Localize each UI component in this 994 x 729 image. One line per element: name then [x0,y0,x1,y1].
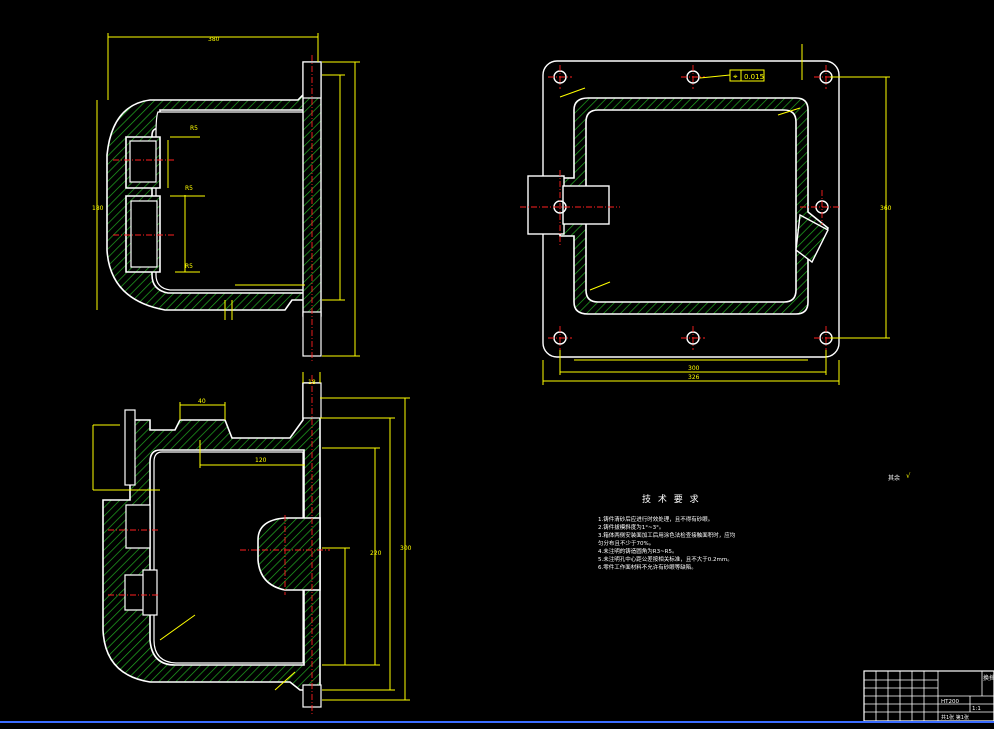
tech-req-title: 技 术 要 求 [642,493,701,505]
tech-req-line-1: 1.铸件清砂后应进行时效处理，且不得有砂眼。 [598,515,713,523]
material: HT200 [941,699,959,705]
svg-text:R5: R5 [190,125,198,132]
tolerance-symbol: ⌖ [733,72,738,81]
svg-text:40: 40 [198,398,206,405]
tech-req-line-2: 2.铸件拔模斜度为1°~3°。 [598,523,664,531]
svg-text:√: √ [906,472,911,480]
plan-view-top: ⌖ 0.015 360 300 326 [520,44,892,385]
part-name: 换挡箱体 [983,674,994,682]
section-view-side: 18 40 120 220 300 [92,372,412,715]
section-view-front: 380 180 R5 R5 R5 [92,33,360,362]
svg-text:18: 18 [308,379,316,386]
title-block: 换挡箱体 HT200 1:1 共1张 第1张 [863,670,994,722]
scale: 1:1 [972,706,981,712]
svg-text:300: 300 [688,365,700,372]
sheet-info: 共1张 第1张 [941,714,969,721]
tolerance-value: 0.015 [744,73,764,81]
svg-text:300: 300 [400,545,412,552]
svg-text:R5: R5 [185,185,193,192]
technical-requirements: 其余 √ 技 术 要 求 1.铸件清砂后应进行时效处理，且不得有砂眼。 2.铸件… [598,472,911,571]
tech-req-line-5: 4.未注明的铸造圆角为R3~R5。 [598,547,678,555]
svg-text:120: 120 [255,457,267,464]
svg-text:220: 220 [370,550,382,557]
svg-text:R5: R5 [185,263,193,270]
tech-req-line-7: 6.零件工作面材料不允许有砂眼等缺陷。 [598,563,697,571]
tech-req-line-6: 5.未注明孔中心距公差按相关标准，且不大于0.2mm。 [598,555,733,563]
plan-wall [559,97,830,315]
surface-finish-note: 其余 [888,474,900,482]
svg-text:360: 360 [880,205,892,212]
tech-req-line-3: 3.箱体两侧安装面加工后用涂色法检查接触面积时，应均 [598,531,736,539]
svg-text:180: 180 [92,205,104,212]
tech-req-line-4: 匀分布且不少于70%。 [598,539,654,547]
svg-text:326: 326 [688,374,700,381]
svg-text:380: 380 [208,36,220,43]
